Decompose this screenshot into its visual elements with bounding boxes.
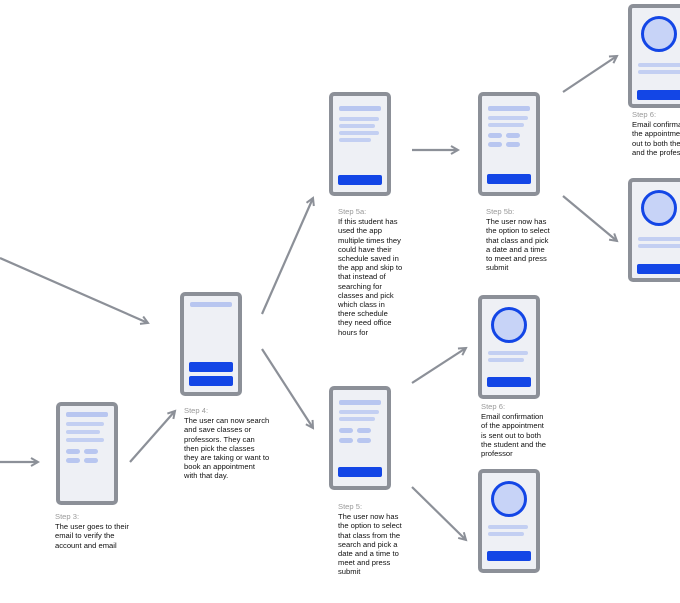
submit-button xyxy=(338,175,382,185)
step6-top-caption: Step 6: Email confirmation of the appoin… xyxy=(632,110,680,157)
submit-button xyxy=(338,467,382,477)
step5-label: Step 5: xyxy=(338,502,363,511)
step6-mid-caption: Step 6: Email confirmation of the appoin… xyxy=(481,402,547,458)
avatar-icon xyxy=(491,307,527,343)
placeholder-pill xyxy=(357,438,371,443)
placeholder-bar xyxy=(190,302,232,307)
step3-label: Step 3: xyxy=(55,512,80,521)
step5b-phone xyxy=(478,92,540,196)
step4-caption: Step 4: The user can now search and save… xyxy=(184,406,270,481)
placeholder-bar xyxy=(488,525,528,529)
arrow-step5b-to-step6-second xyxy=(562,195,617,241)
placeholder-bar xyxy=(339,410,379,414)
step5a-label: Step 5a: xyxy=(338,207,367,216)
primary-button xyxy=(189,362,233,372)
placeholder-bar xyxy=(339,124,375,128)
placeholder-pill xyxy=(84,449,98,454)
avatar-icon xyxy=(641,16,677,52)
placeholder-bar xyxy=(339,106,381,111)
placeholder-pill xyxy=(506,142,520,147)
placeholder-bar xyxy=(339,131,379,135)
step5a-text: If this student has used the app multipl… xyxy=(338,217,403,337)
arrow-step5-to-step6-mid xyxy=(411,348,466,384)
avatar-icon xyxy=(491,481,527,517)
placeholder-bar xyxy=(488,123,524,127)
step6-mid-label: Step 6: xyxy=(481,402,506,411)
arrow-step5-to-step6-bottom xyxy=(411,486,466,540)
placeholder-bar xyxy=(339,117,379,121)
arrow-offscreen-to-step4 xyxy=(0,256,148,323)
placeholder-pill xyxy=(66,458,80,463)
placeholder-pill xyxy=(84,458,98,463)
placeholder-bar xyxy=(488,351,528,355)
placeholder-pill xyxy=(357,428,371,433)
step5a-phone xyxy=(329,92,391,196)
step5b-caption: Step 5b: The user now has the option to … xyxy=(486,207,552,272)
placeholder-bar xyxy=(488,358,524,362)
step6-bottom-phone xyxy=(478,469,540,573)
placeholder-pill xyxy=(506,133,520,138)
placeholder-pill xyxy=(339,438,353,443)
step5b-label: Step 5b: xyxy=(486,207,515,216)
step4-text: The user can now search and save classes… xyxy=(184,416,270,481)
placeholder-bar xyxy=(638,244,680,248)
step3-phone xyxy=(56,402,118,505)
step4-label: Step 4: xyxy=(184,406,209,415)
placeholder-bar xyxy=(339,417,375,421)
step6-top-label: Step 6: xyxy=(632,110,657,119)
placeholder-bar xyxy=(488,106,530,111)
secondary-button xyxy=(189,376,233,386)
step5a-caption: Step 5a: If this student has used the ap… xyxy=(338,207,404,337)
placeholder-bar xyxy=(339,138,371,142)
placeholder-bar xyxy=(339,400,381,405)
placeholder-bar xyxy=(638,63,680,67)
placeholder-bar xyxy=(638,70,680,74)
placeholder-pill xyxy=(66,449,80,454)
confirm-button xyxy=(487,551,531,561)
step4-phone xyxy=(180,292,242,396)
placeholder-bar xyxy=(66,412,108,417)
confirm-button xyxy=(487,377,531,387)
placeholder-bar xyxy=(488,532,524,536)
step5-caption: Step 5: The user now has the option to s… xyxy=(338,502,406,577)
step6-mid-phone xyxy=(478,295,540,399)
placeholder-bar xyxy=(66,422,104,426)
step6-top-phone xyxy=(628,4,680,108)
placeholder-pill xyxy=(339,428,353,433)
avatar-icon xyxy=(641,190,677,226)
placeholder-pill xyxy=(488,142,502,147)
arrow-step4-to-step5a xyxy=(260,198,313,315)
step6-second-phone xyxy=(628,178,680,282)
placeholder-bar xyxy=(638,237,680,241)
step5b-text: The user now has the option to select th… xyxy=(486,217,550,273)
placeholder-pill xyxy=(488,133,502,138)
step5-phone xyxy=(329,386,391,490)
step6-top-text: Email confirmation of the appointment is… xyxy=(632,120,680,157)
arrow-step3-to-step4 xyxy=(129,411,175,463)
step3-caption: Step 3: The user goes to their email to … xyxy=(55,512,139,550)
placeholder-bar xyxy=(66,430,100,434)
step5-text: The user now has the option to select th… xyxy=(338,512,402,577)
confirm-button xyxy=(637,90,680,100)
arrow-step4-to-step5 xyxy=(261,348,313,428)
step6-mid-text: Email confirmation of the appointment is… xyxy=(481,412,547,459)
step3-text: The user goes to their email to verify t… xyxy=(55,522,129,550)
confirm-button xyxy=(637,264,680,274)
placeholder-bar xyxy=(488,116,528,120)
arrow-step5b-to-step6-top xyxy=(562,56,617,93)
placeholder-bar xyxy=(66,438,104,442)
submit-button xyxy=(487,174,531,184)
